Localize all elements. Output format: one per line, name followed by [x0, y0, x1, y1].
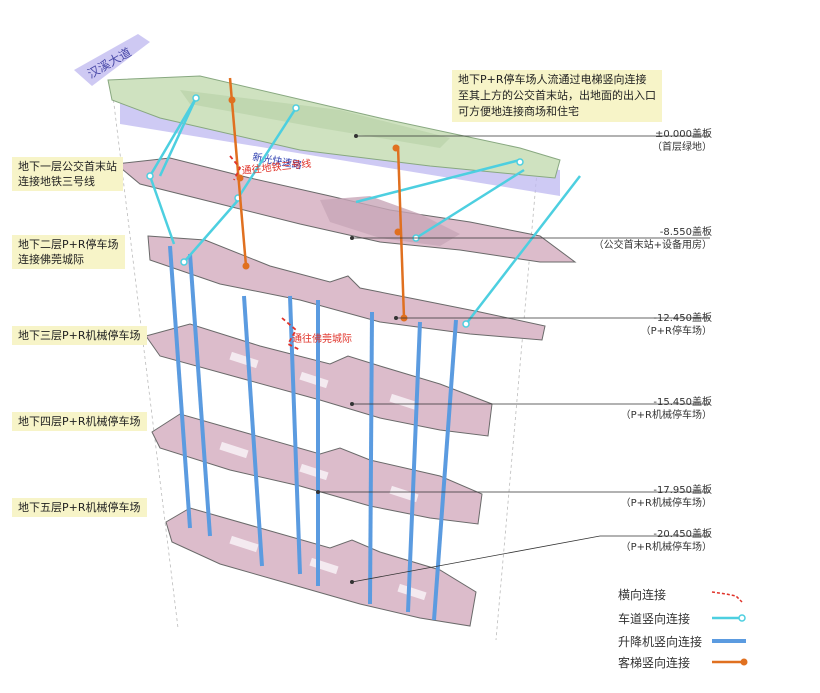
- level-b5-slab: [165, 507, 477, 627]
- level-leader-lines: [318, 135, 710, 583]
- left-tag-b2: 地下二层P+R停车场 连接佛莞城际: [12, 235, 125, 269]
- level-0-ground-slab: [107, 75, 561, 179]
- level-elev: -12.450盖板: [653, 313, 712, 324]
- legend-label-lift: 客梯竖向连接: [618, 656, 691, 670]
- level-desc: （P+R机械停车场）: [620, 542, 712, 553]
- left-tag-b3: 地下三层P+R机械停车场: [12, 326, 147, 345]
- level-label-3: -15.450盖板 （P+R机械停车场）: [621, 396, 712, 422]
- leader-dots: [316, 134, 398, 584]
- level-desc: （P+R停车场）: [640, 326, 712, 337]
- level-elev: -8.550盖板: [659, 227, 712, 238]
- level-elev: -15.450盖板: [653, 397, 712, 408]
- top-note: 地下P+R停车场人流通过电梯竖向连接至其上方的公交首末站，出地面的出入口可方便地…: [452, 70, 662, 122]
- ramp-vertical-connections: [148, 97, 581, 325]
- level-desc: （首层绿地）: [652, 142, 712, 153]
- intercity-route-label: 通往佛莞城际: [292, 332, 352, 345]
- level-b2-slab: [147, 235, 546, 341]
- level-label-2: -12.450盖板 （P+R停车场）: [641, 312, 712, 338]
- horizontal-connections: [229, 155, 301, 351]
- legend-swatch-horizontal: [711, 591, 743, 603]
- left-tag-b4: 地下四层P+R机械停车场: [12, 412, 147, 431]
- level-label-1: -8.550盖板 （公交首末站+设备用房）: [594, 226, 712, 252]
- legend-label-elevator: 升降机竖向连接: [618, 635, 703, 649]
- level-elev: -20.450盖板: [653, 529, 712, 540]
- hanxi-road-band: [74, 34, 150, 86]
- level-desc: （公交首末站+设备用房）: [593, 240, 712, 251]
- level-desc: （P+R机械停车场）: [620, 410, 712, 421]
- level-elev: -17.950盖板: [653, 485, 712, 496]
- level-label-4: -17.950盖板 （P+R机械停车场）: [621, 484, 712, 510]
- elevator-vertical-connections: [168, 245, 458, 621]
- passenger-lift-dots: [228, 96, 408, 322]
- left-tag-b1: 地下一层公交首末站 连接地铁三号线: [12, 157, 123, 191]
- legend-swatches: [711, 591, 748, 666]
- level-elev: ±0.000盖板: [654, 129, 712, 140]
- level-label-5: -20.450盖板 （P+R机械停车场）: [621, 528, 712, 554]
- legend-label-ramp: 车道竖向连接: [618, 612, 691, 626]
- legend-label-horizontal: 横向连接: [618, 588, 667, 602]
- left-tag-b5: 地下五层P+R机械停车场: [12, 498, 147, 517]
- level-desc: （P+R机械停车场）: [620, 498, 712, 509]
- level-label-0: ±0.000盖板 （首层绿地）: [652, 128, 712, 154]
